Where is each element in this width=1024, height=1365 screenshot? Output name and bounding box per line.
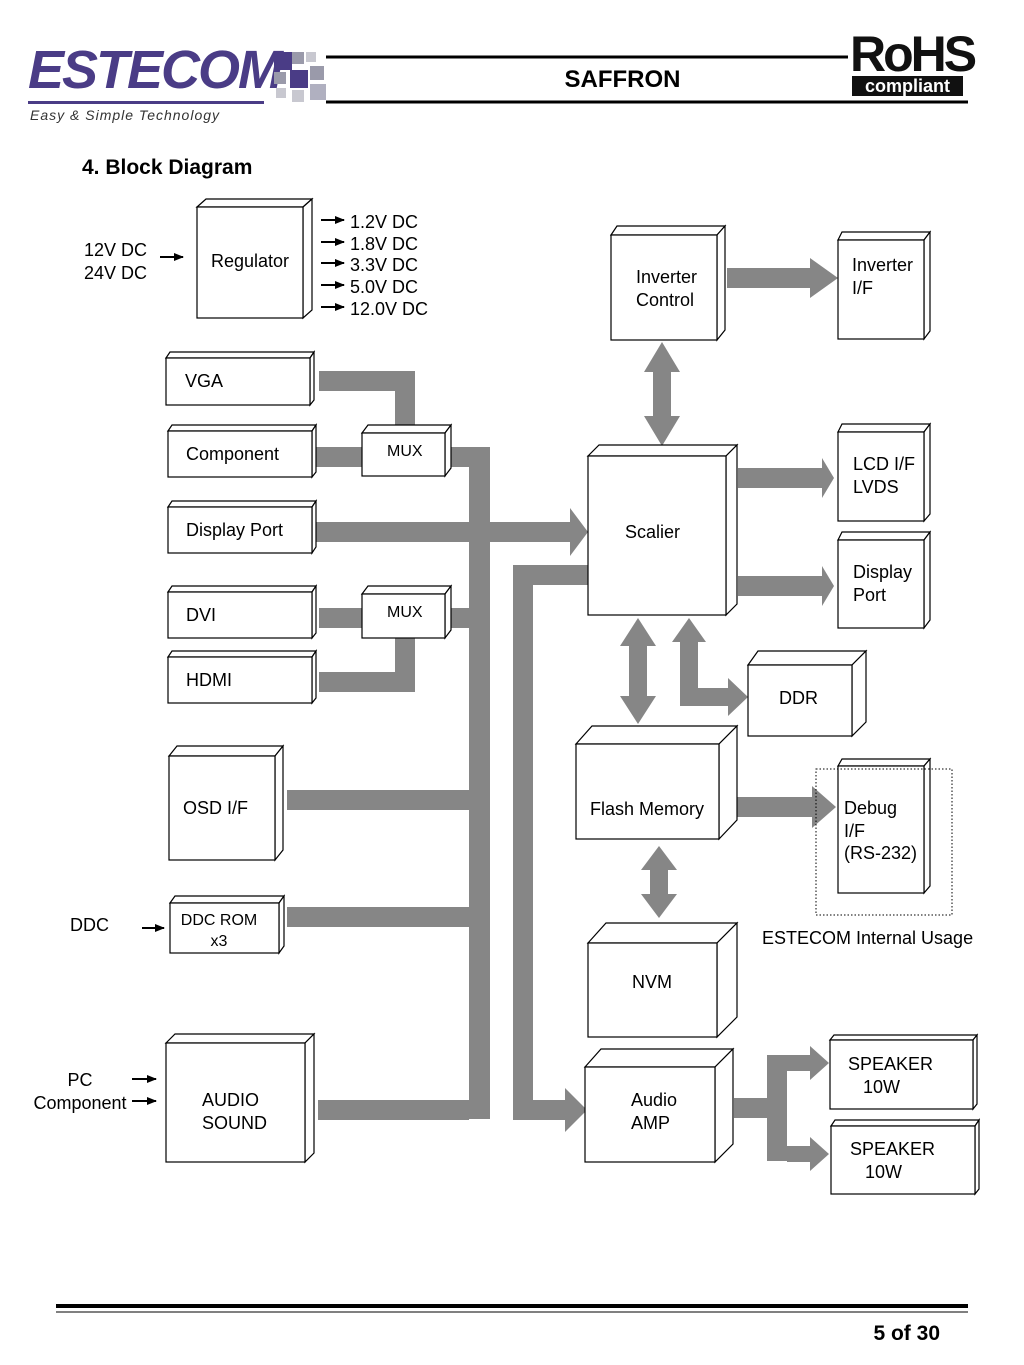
rohs-compliant-text: compliant bbox=[852, 76, 963, 96]
internal-usage-frame bbox=[815, 768, 953, 916]
inverter-if-label: Inverter I/F bbox=[852, 255, 914, 298]
regulator-label: Regulator bbox=[211, 251, 290, 271]
speaker2-label: SPEAKER 10W bbox=[850, 1139, 936, 1182]
output-1v8: 1.8V DC bbox=[350, 234, 419, 254]
lcd-if-label: LCD I/F LVDS bbox=[853, 454, 916, 497]
speaker1-label: SPEAKER 10W bbox=[848, 1054, 934, 1097]
hdmi-label: HDMI bbox=[186, 670, 232, 690]
component-label: Component bbox=[186, 444, 280, 464]
display-port-input-label: Display Port bbox=[186, 520, 284, 540]
thin-arrows bbox=[132, 216, 345, 1105]
power-input-label: 12V DC 24V DC bbox=[84, 240, 148, 283]
logo-text-tecom: TECOM bbox=[96, 40, 283, 100]
estecom-logo: ESTECOM bbox=[28, 40, 283, 100]
scaler-label: Scalier bbox=[625, 522, 681, 542]
header-decoration bbox=[274, 52, 968, 104]
page-number: 5 of 30 bbox=[873, 1322, 940, 1345]
document-title: SAFFRON bbox=[564, 66, 681, 93]
output-1v2: 1.2V DC bbox=[350, 212, 419, 232]
vga-label: VGA bbox=[185, 371, 224, 391]
logo-tagline: Easy & Simple Technology bbox=[30, 107, 221, 123]
flash-memory-label: Flash Memory bbox=[590, 799, 705, 819]
dvi-label: DVI bbox=[186, 605, 217, 625]
output-12v0: 12.0V DC bbox=[350, 299, 429, 319]
signal-buses bbox=[287, 258, 838, 1171]
footer-rules bbox=[56, 1304, 968, 1313]
internal-usage-label: ESTECOM Internal Usage bbox=[762, 928, 974, 948]
ddc-rom-label: DDC ROM x3 bbox=[180, 912, 258, 950]
output-5v0: 5.0V DC bbox=[350, 277, 419, 297]
output-3v3: 3.3V DC bbox=[350, 255, 419, 275]
inverter-control-label: Inverter Control bbox=[636, 267, 698, 310]
display-port-output-label: Display Port bbox=[853, 562, 913, 605]
pc-component-label: PC Component bbox=[33, 1070, 127, 1113]
logo-text-es: ES bbox=[28, 40, 98, 100]
mux2-label: MUX bbox=[387, 604, 423, 621]
mux1-label: MUX bbox=[387, 443, 423, 460]
rohs-badge: RoHS compliant bbox=[850, 26, 977, 98]
debug-if-label: Debug I/F (RS-232) bbox=[844, 798, 918, 863]
nvm-label: NVM bbox=[632, 972, 672, 992]
osd-if-label: OSD I/F bbox=[183, 798, 249, 818]
ddr-label: DDR bbox=[779, 688, 818, 708]
ddc-input-label: DDC bbox=[70, 915, 109, 935]
logo-underline bbox=[28, 101, 264, 104]
audio-amp-label: Audio AMP bbox=[631, 1090, 678, 1133]
audio-sound-label: AUDIO SOUND bbox=[202, 1090, 268, 1133]
section-title: 4. Block Diagram bbox=[82, 156, 253, 179]
diagram-boxes bbox=[164, 197, 981, 1196]
rohs-text: RoHS bbox=[850, 26, 977, 82]
